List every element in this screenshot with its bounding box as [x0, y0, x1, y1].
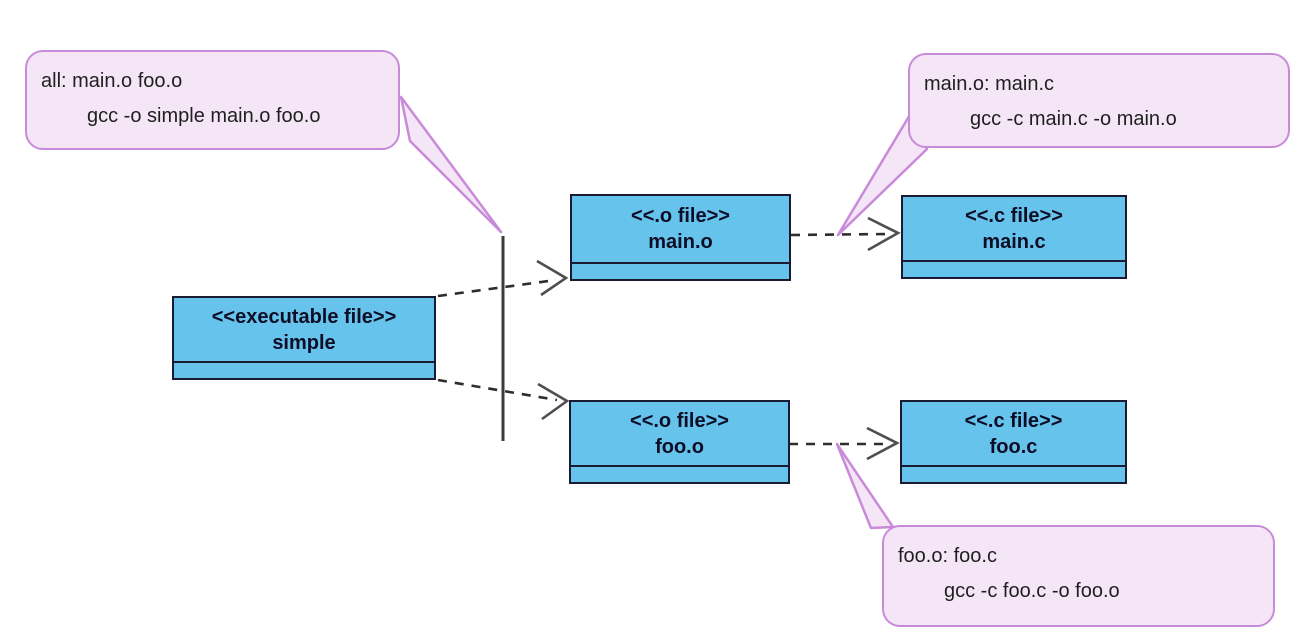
node-empty-compartment: [572, 262, 789, 279]
make-rule-command: gcc -o simple main.o foo.o: [87, 105, 321, 127]
note-make-rule-main-o: main.o: main.c gcc -c main.c -o main.o: [908, 53, 1290, 148]
make-rule-target: all: main.o foo.o: [41, 70, 183, 92]
connector-foo-o-to-foo-c: [789, 426, 900, 461]
node-empty-compartment: [903, 260, 1125, 277]
node-main-c: <<.c file>> main.c: [901, 195, 1127, 279]
node-main-o: <<.o file>> main.o: [570, 194, 791, 281]
node-empty-compartment: [174, 361, 434, 378]
node-stereotype: <<.o file>>: [630, 409, 729, 432]
make-rule-command: gcc -c foo.c -o foo.o: [944, 580, 1120, 602]
open-arrowhead: [867, 216, 901, 252]
connector-main-o-to-main-c: [790, 216, 901, 252]
make-rule-command: gcc -c main.c -o main.o: [970, 108, 1177, 130]
node-simple: <<executable file>> simple: [172, 296, 436, 380]
node-stereotype: <<.c file>>: [965, 204, 1063, 227]
node-name: foo.c: [989, 435, 1038, 458]
note-tail-foo-o: [835, 442, 895, 530]
node-name: simple: [272, 331, 336, 354]
node-foo-c: <<.c file>> foo.c: [900, 400, 1127, 484]
node-name: foo.o: [655, 435, 704, 458]
connector-simple-to-foo-o: [437, 378, 570, 421]
note-make-rule-all: all: main.o foo.o gcc -o simple main.o f…: [25, 50, 400, 150]
node-name: main.o: [648, 231, 713, 253]
connector-simple-to-main-o: [437, 259, 569, 298]
note-make-rule-foo-o: foo.o: foo.c gcc -c foo.c -o foo.o: [882, 525, 1275, 627]
note-tail-all: [399, 95, 503, 234]
node-empty-compartment: [902, 465, 1125, 482]
node-name: main.c: [982, 230, 1046, 253]
open-arrowhead: [536, 259, 569, 297]
node-stereotype: <<.o file>>: [631, 205, 730, 227]
node-empty-compartment: [571, 465, 788, 482]
node-stereotype: <<executable file>>: [211, 305, 397, 328]
make-rule-target: foo.o: foo.c: [898, 545, 997, 567]
node-foo-o: <<.o file>> foo.o: [569, 400, 790, 484]
open-arrowhead: [537, 382, 570, 421]
open-arrowhead: [866, 426, 900, 461]
make-rule-target: main.o: main.c: [924, 73, 1055, 95]
node-stereotype: <<.c file>>: [964, 409, 1063, 432]
